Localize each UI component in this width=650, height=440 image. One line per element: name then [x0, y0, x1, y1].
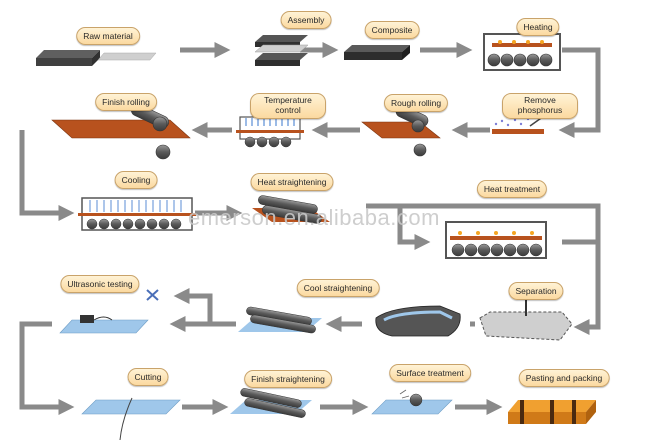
arrow-from-cool-to-ultrasonic-probe	[173, 287, 213, 324]
label-assembly: Assembly	[280, 11, 332, 29]
ultrasonic-testing-illustration	[59, 289, 159, 334]
heating-illustration	[483, 33, 561, 71]
label-temperature-control: Temperature control	[250, 93, 326, 119]
cutting-illustration	[81, 397, 181, 440]
label-heating: Heating	[516, 18, 560, 36]
label-cooling: Cooling	[114, 171, 158, 189]
label-raw-material: Raw material	[76, 27, 140, 45]
label-heat-straightening: Heat straightening	[250, 173, 334, 191]
label-composite: Composite	[364, 21, 420, 39]
raw-material-illustration	[36, 50, 157, 66]
label-temperature-line1: Temperature	[264, 95, 312, 105]
label-cutting: Cutting	[127, 368, 169, 386]
separation-illustration	[479, 296, 573, 341]
cooling-illustration	[78, 197, 196, 231]
watermark: emerson.en.alibaba.com	[188, 205, 440, 230]
cool-straightening-illustration	[238, 306, 322, 334]
pasting-packing-illustration	[508, 400, 596, 424]
label-finish-rolling: Finish rolling	[95, 93, 157, 111]
label-heat-treatment: Heat treatment	[476, 180, 548, 198]
label-temperature-line2: control	[275, 105, 301, 115]
label-remove-line2: phosphorus	[517, 105, 563, 115]
surface-treatment-illustration	[371, 389, 453, 415]
arrow-finish-to-cooling	[19, 130, 75, 222]
label-separation: Separation	[508, 282, 564, 300]
label-remove-line1: Remove	[524, 95, 556, 105]
flow-arrows	[19, 41, 601, 416]
arrow-ultrasonic-to-cutting	[19, 321, 75, 416]
composite-illustration	[344, 45, 410, 60]
coil-illustration	[375, 305, 461, 337]
finish-straightening-illustration	[230, 388, 312, 418]
heat-straightening-illustration	[252, 195, 330, 224]
label-finish-straightening: Finish straightening	[244, 370, 332, 388]
temperature-control-illustration	[236, 116, 304, 148]
label-cool-straightening: Cool straightening	[296, 279, 380, 297]
label-remove-phosphorus: Remove phosphorus	[502, 93, 578, 119]
heat-treatment-illustration	[445, 221, 547, 259]
label-ultrasonic-testing: Ultrasonic testing	[60, 275, 140, 293]
label-rough-rolling: Rough rolling	[383, 94, 449, 112]
assembly-illustration	[254, 35, 309, 66]
arrow-bypass-to-separation	[380, 203, 601, 336]
label-surface-treatment: Surface treatment	[389, 364, 471, 382]
arrow-heating-to-remove-phosphorus	[558, 47, 601, 139]
label-pasting-packing: Pasting and packing	[518, 369, 610, 387]
